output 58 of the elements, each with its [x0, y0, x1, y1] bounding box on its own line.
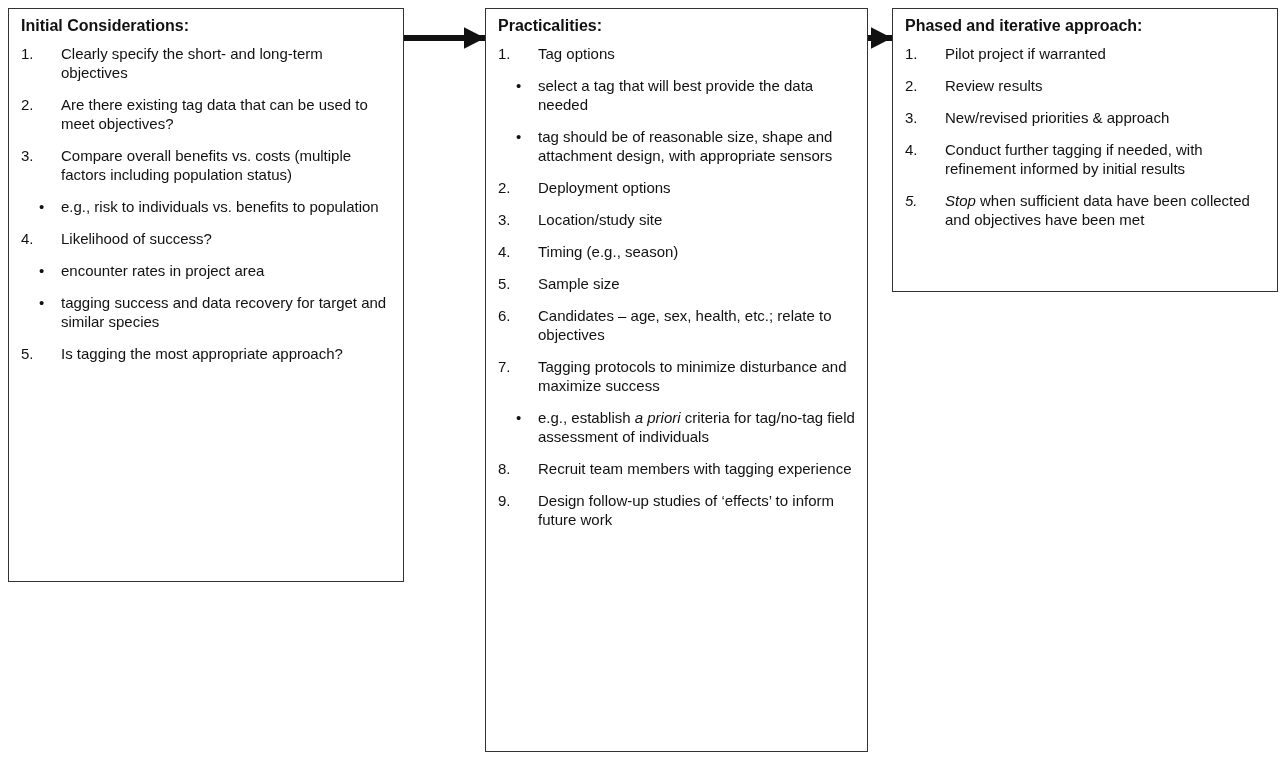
item-number: 3. — [905, 108, 919, 127]
item-number: 5. — [498, 274, 512, 293]
item-number: 4. — [21, 229, 35, 248]
list-item-text: Tag options — [538, 44, 616, 63]
list-item-text: Likelihood of success? — [61, 229, 213, 248]
list-item-text: Tagging protocols to minimize disturbance and maximize success — [538, 357, 848, 395]
list-item-text: Deployment options — [538, 178, 672, 197]
bullet: • — [39, 197, 46, 216]
list-item-text: Is tagging the most appropriate approach? — [61, 344, 344, 363]
box-heading: Phased and iterative approach: — [905, 17, 1144, 35]
item-number: 2. — [905, 76, 919, 95]
item-number: 9. — [498, 491, 512, 511]
text-box — [892, 8, 1278, 292]
text-box — [8, 8, 404, 582]
bullet: • — [516, 408, 523, 428]
item-number: 1. — [905, 44, 919, 63]
list-item-text: Candidates – age, sex, health, etc.; relate to objectives — [538, 306, 833, 344]
list-item-text: e.g., establish a priori criteria for tag/no-tag field assessment of individuals — [538, 408, 855, 446]
list-item-text: Recruit team members with tagging experience — [538, 459, 853, 478]
list-item-text: Compare overall benefits vs. costs (multiple factors including population status) — [61, 146, 353, 184]
item-number: 7. — [498, 357, 512, 377]
list-item-text: Timing (e.g., season) — [538, 242, 680, 261]
item-number: 4. — [498, 242, 512, 261]
box-heading: Initial Considerations: — [21, 17, 190, 35]
list-item-text: Are there existing tag data that can be used to meet objectives? — [61, 95, 369, 133]
list-item-text: Design follow-up studies of ‘effects’ to inform future work — [538, 491, 835, 529]
list-item-text: Conduct further tagging if needed, with refinement informed by initial results — [945, 140, 1204, 178]
list-item-text: Sample size — [538, 274, 621, 293]
arrow — [868, 27, 892, 49]
item-number: 6. — [498, 306, 512, 326]
bullet: • — [39, 293, 46, 313]
list-item-text: tagging success and data recovery for target and similar species — [61, 293, 388, 331]
item-number: 1. — [21, 44, 35, 64]
list-item-text: Pilot project if warranted — [945, 44, 1107, 63]
item-number: 1. — [498, 44, 512, 63]
bullet: • — [516, 127, 523, 147]
list-item-text: New/revised priorities & approach — [945, 108, 1171, 127]
list-item-text: encounter rates in project area — [61, 261, 266, 280]
text-box — [485, 8, 868, 752]
item-number: 4. — [905, 140, 919, 160]
list-item-text: e.g., risk to individuals vs. benefits to population — [61, 197, 380, 216]
bullet: • — [39, 261, 46, 280]
item-number: 2. — [498, 178, 512, 197]
bullet: • — [516, 76, 523, 96]
list-item-text: Location/study site — [538, 210, 664, 229]
item-number: 2. — [21, 95, 35, 115]
list-item-text: select a tag that will best provide the data needed — [538, 76, 815, 114]
box-heading: Practicalities: — [498, 17, 604, 35]
list-item-text: Review results — [945, 76, 1044, 95]
item-number: 5. — [905, 191, 919, 211]
item-number: 8. — [498, 459, 512, 478]
item-number: 5. — [21, 344, 35, 363]
item-number: 3. — [21, 146, 35, 166]
list-item-text: Stop when sufficient data have been collected and objectives have been met — [945, 191, 1251, 229]
item-number: 3. — [498, 210, 512, 229]
list-item-text: Clearly specify the short- and long-term objectives — [61, 44, 324, 82]
arrow — [404, 27, 485, 49]
list-item-text: tag should be of reasonable size, shape and attachment design, with appropriate sensors — [538, 127, 834, 165]
